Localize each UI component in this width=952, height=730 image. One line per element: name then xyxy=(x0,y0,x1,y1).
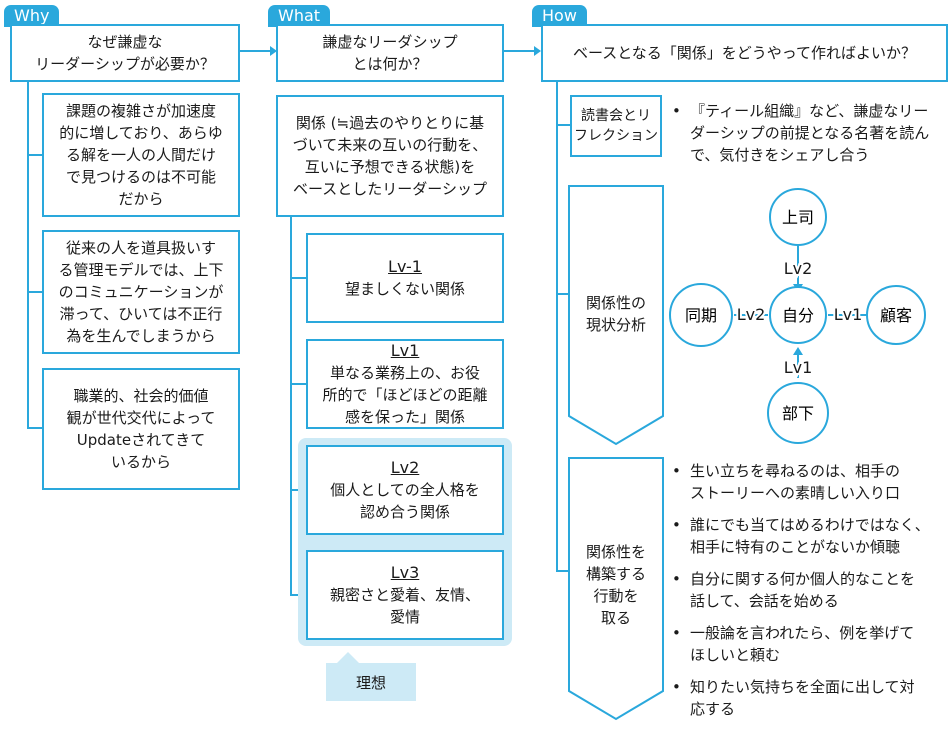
level-title: Lv-1 xyxy=(388,257,422,276)
customer-node xyxy=(866,285,926,345)
ideal-callout-pointer xyxy=(336,652,360,664)
what-connector-1 xyxy=(290,277,307,279)
bullet-item: 誰にでも当てはめるわけではなく、 相手に特有のことがないか傾聴 xyxy=(668,514,950,558)
bullet-item: 生い立ちを尋ねるのは、相手の ストーリーへの素晴しい入り口 xyxy=(668,460,950,504)
why-reason-text: 課題の複雑さが加速度 的に増しており、あらゆ る解を一人の人間だけ で見つけるの… xyxy=(59,102,223,208)
peer-level-label: Lv2 xyxy=(737,305,766,324)
why-reason-text: 職業的、社会的価値 観が世代交代によって Updateされてきて いるから xyxy=(66,387,216,471)
step-action-bullets: 生い立ちを尋ねるのは、相手の ストーリーへの素晴しい入り口 誰にでも当てはめるわ… xyxy=(668,460,950,730)
step-action-box: 関係性を 構築する 行動を 取る xyxy=(570,530,662,640)
step-analysis-label: 関係性の 現状分析 xyxy=(585,294,646,334)
what-tag: What xyxy=(268,5,331,27)
subordinate-node xyxy=(767,382,829,444)
step-analysis-chevron xyxy=(568,185,664,446)
what-question-box: 謙虚なリーダシップ とは何か？ xyxy=(276,24,504,82)
what-definition-box: 関係 (≒過去のやりとりに基 づいて未来の互いの行動を、 互いに予想できる状態)… xyxy=(276,95,504,217)
how-connector-2 xyxy=(556,293,570,295)
step-action-label: 関係性を 構築する 行動を 取る xyxy=(585,543,646,627)
boss-node xyxy=(769,188,827,246)
level-title: Lv2 xyxy=(390,458,420,477)
self-label: 自分 xyxy=(782,306,814,325)
bullet-item: 知りたい気持ちを全面に出して対 応する xyxy=(668,676,950,720)
bullet-item: 『ティール組織』など、謙虚なリー ダーシップの前提となる名著を読ん で、気付きを… xyxy=(668,100,950,166)
why-question-box: なぜ謙虚な リーダーシップが必要か？ xyxy=(10,24,240,82)
subordinate-arrowhead xyxy=(793,347,803,355)
ideal-label: 理想 xyxy=(326,663,416,701)
how-question: ベースとなる「関係」をどうやって作ればよいか？ xyxy=(572,44,917,62)
subordinate-label: 部下 xyxy=(782,404,814,423)
arrow-what-to-how xyxy=(504,46,541,56)
relationship-network: 上司 自分 同期 顧客 部下 Lv2 Lv2 Lv1 Lv1 xyxy=(669,188,926,444)
what-connector-vertical xyxy=(290,217,292,595)
level-title: Lv1 xyxy=(390,341,420,360)
step-action-chevron xyxy=(568,457,664,721)
why-connector-2 xyxy=(27,291,43,293)
how-connector-1 xyxy=(556,124,570,126)
what-definition: 関係 (≒過去のやりとりに基 づいて未来の互いの行動を、 互いに予想できる状態)… xyxy=(292,114,488,198)
why-connector-vertical xyxy=(27,82,29,428)
arrow-why-to-what xyxy=(240,46,277,56)
boss-label: 上司 xyxy=(782,208,814,227)
how-connector-3 xyxy=(556,570,570,572)
level-box: Lv3 親密さと愛着、友情、 愛情 xyxy=(306,550,504,640)
subordinate-level-label: Lv1 xyxy=(784,358,813,377)
level-box: Lv1 単なる業務上の、お役 所的で「ほどほどの距離 感を保った」関係 xyxy=(306,339,504,429)
customer-level-label: Lv1 xyxy=(834,305,863,324)
boss-level-label: Lv2 xyxy=(784,259,813,278)
why-reason-text: 従来の人を道具扱いす る管理モデルでは、上下 のコミュニケーションが 滞って、ひ… xyxy=(58,239,224,345)
peer-node xyxy=(669,283,733,347)
how-connector-vertical xyxy=(556,82,558,571)
bullet-item: 一般論を言われたら、例を挙げて ほしいと頼む xyxy=(668,622,950,666)
level-desc: 親密さと愛着、友情、 愛情 xyxy=(329,586,480,626)
level-desc: 個人としての全人格を 認め合う関係 xyxy=(330,481,480,521)
what-connector-2 xyxy=(290,383,307,385)
why-reason-box: 従来の人を道具扱いす る管理モデルでは、上下 のコミュニケーションが 滞って、ひ… xyxy=(42,230,240,354)
step-reading-bullets: 『ティール組織』など、謙虚なリー ダーシップの前提となる名著を読ん で、気付きを… xyxy=(668,100,950,176)
why-question: なぜ謙虚な リーダーシップが必要か？ xyxy=(35,33,215,73)
self-node xyxy=(769,286,827,344)
why-connector-3 xyxy=(27,427,43,429)
step-analysis-box: 関係性の 現状分析 xyxy=(570,262,662,366)
why-connector-1 xyxy=(27,154,43,156)
level-title: Lv3 xyxy=(390,563,420,582)
how-question-box: ベースとなる「関係」をどうやって作ればよいか？ xyxy=(541,24,948,82)
level-desc: 単なる業務上の、お役 所的で「ほどほどの距離 感を保った」関係 xyxy=(322,364,488,426)
level-box: Lv2 個人としての全人格を 認め合う関係 xyxy=(306,445,504,535)
customer-label: 顧客 xyxy=(880,306,912,325)
step-reading-box: 読書会とリ フレクション xyxy=(570,95,662,157)
how-tag: How xyxy=(532,5,587,27)
why-reason-box: 課題の複雑さが加速度 的に増しており、あらゆ る解を一人の人間だけ で見つけるの… xyxy=(42,93,240,217)
why-tag: Why xyxy=(4,5,60,27)
level-box: Lv-1 望ましくない関係 xyxy=(306,233,504,323)
level-desc: 望ましくない関係 xyxy=(344,280,465,298)
why-reason-box: 職業的、社会的価値 観が世代交代によって Updateされてきて いるから xyxy=(42,368,240,490)
peer-label: 同期 xyxy=(685,306,717,325)
what-question: 謙虚なリーダシップ とは何か？ xyxy=(322,33,458,73)
step-reading-label: 読書会とリ フレクション xyxy=(574,108,658,144)
bullet-item: 自分に関する何か個人的なことを 話して、会話を始める xyxy=(668,568,950,612)
